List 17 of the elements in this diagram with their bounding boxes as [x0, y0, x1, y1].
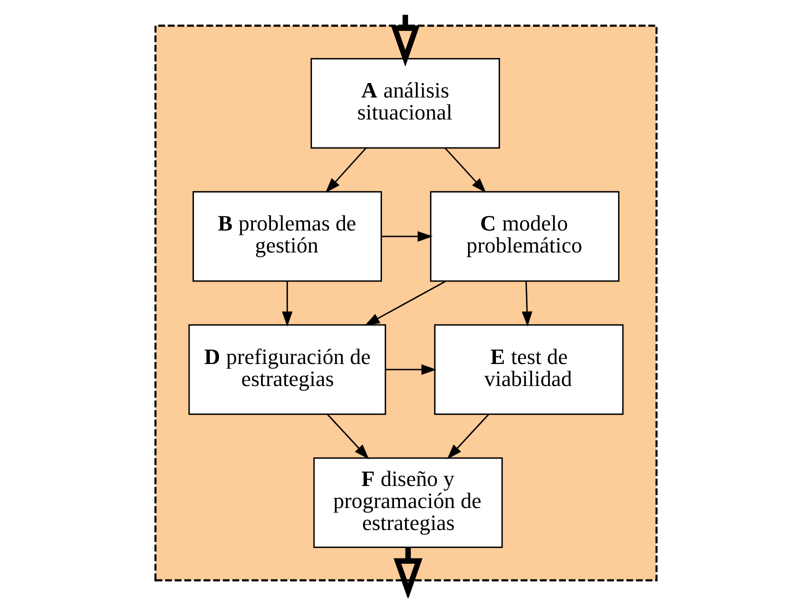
- node-box: C modelo problemático: [430, 191, 619, 282]
- arrow: [326, 414, 369, 460]
- arrow: [446, 414, 489, 460]
- node-box: B problemas de gestión: [192, 191, 382, 282]
- arrow: [521, 281, 532, 327]
- arrow: [385, 364, 436, 375]
- node-box: D prefiguración de estrategias: [188, 324, 386, 415]
- node-box: E test de viabilidad: [434, 324, 624, 415]
- arrow: [393, 548, 422, 598]
- node-box: A análisis situacional: [310, 58, 500, 149]
- arrow: [281, 281, 292, 327]
- node-box: F diseño y programación de estrategias: [312, 457, 502, 548]
- arrow: [444, 148, 486, 193]
- arrow: [364, 280, 446, 326]
- arrow: [390, 14, 420, 67]
- arrow: [380, 231, 432, 242]
- arrow: [324, 148, 366, 193]
